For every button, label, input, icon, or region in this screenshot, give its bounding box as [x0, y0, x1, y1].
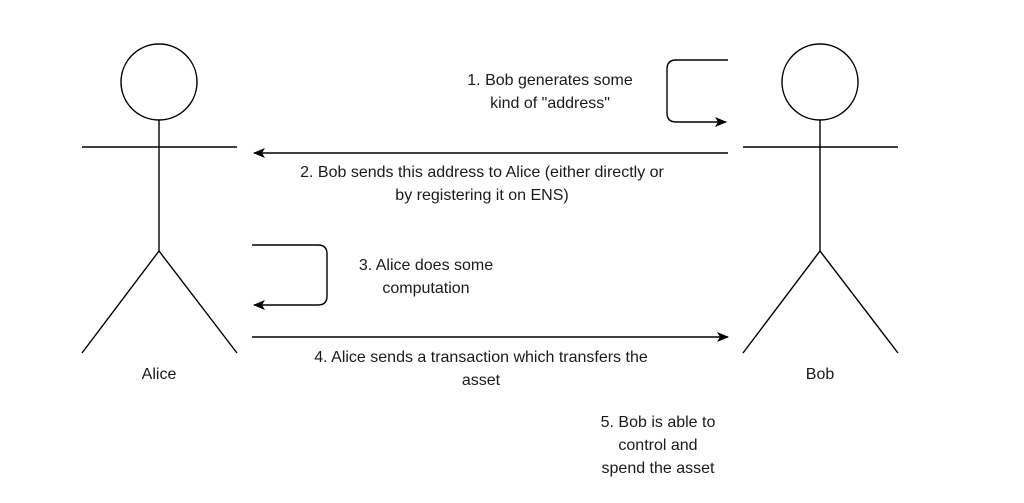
bob-label: Bob	[770, 363, 870, 386]
step5-line: control and	[618, 437, 698, 454]
step2-line: by registering it on ENS)	[395, 187, 569, 204]
bob-figure	[742, 43, 899, 354]
step2-line: 2. Bob sends this address to Alice (eith…	[300, 164, 664, 181]
bob-left-leg	[742, 250, 821, 354]
alice-name: Alice	[141, 366, 177, 383]
alice-left-leg	[81, 250, 160, 354]
step4-label: 4. Alice sends a transaction which trans…	[261, 346, 701, 392]
step3-line: 3. Alice does some	[358, 257, 494, 274]
step4-line: 4. Alice sends a transaction which trans…	[314, 349, 648, 366]
step1-self-loop-arrow	[666, 59, 728, 127]
step4-line: asset	[461, 372, 501, 389]
bob-name: Bob	[805, 366, 835, 383]
step3-line: computation	[382, 280, 470, 297]
step5-line: 5. Bob is able to	[600, 414, 716, 431]
step5-label: 5. Bob is able to control and spend the …	[578, 411, 738, 480]
step3-label: 3. Alice does some computation	[336, 254, 516, 300]
step1-label: 1. Bob generates some kind of "address"	[430, 69, 670, 115]
alice-right-leg	[158, 250, 238, 354]
step3-self-loop-arrow	[252, 244, 328, 310]
step2-label: 2. Bob sends this address to Alice (eith…	[232, 161, 732, 207]
alice-figure	[81, 43, 238, 354]
step1-line: 1. Bob generates some	[467, 72, 633, 89]
step1-line: kind of "address"	[490, 95, 610, 112]
alice-label: Alice	[109, 363, 209, 386]
step5-line: spend the asset	[601, 460, 715, 477]
bob-head	[781, 43, 859, 121]
bob-right-leg	[819, 250, 899, 354]
alice-head	[120, 43, 198, 121]
